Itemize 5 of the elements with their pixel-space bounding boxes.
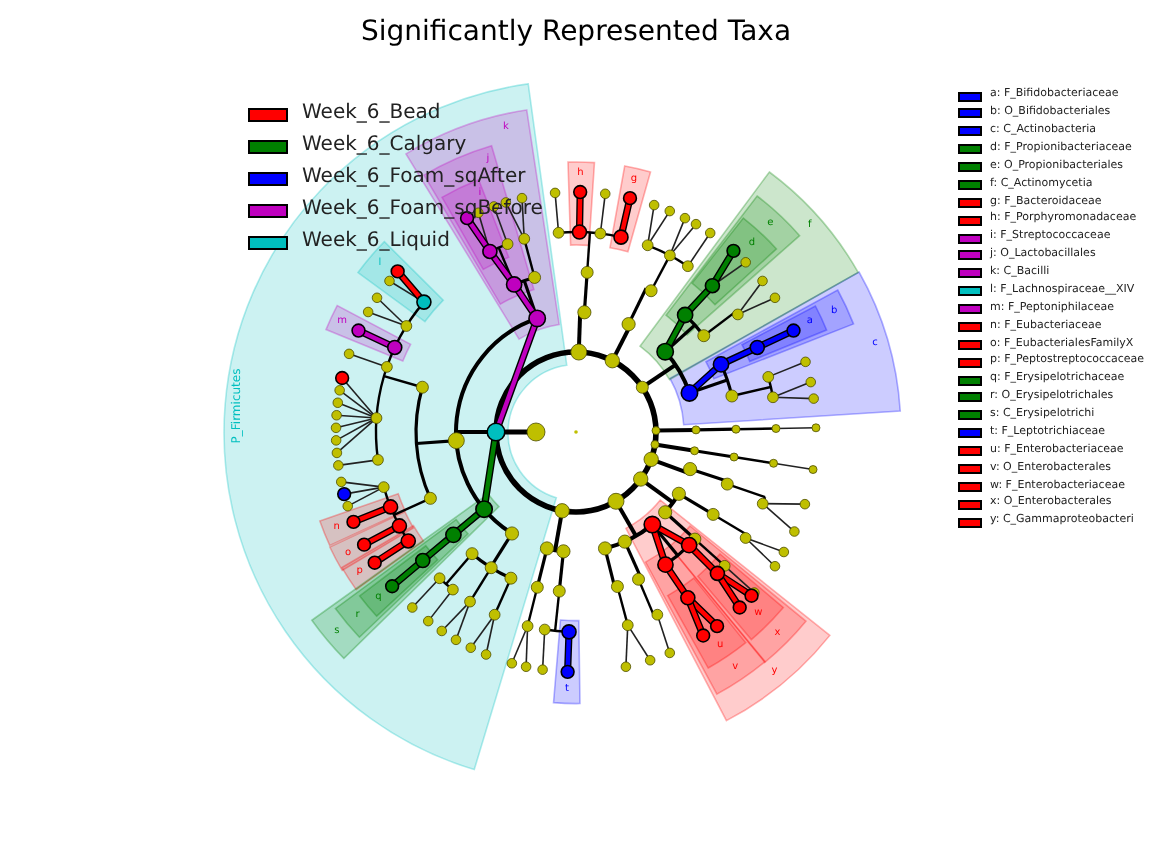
legend-label: Week_6_Liquid xyxy=(302,232,450,252)
legend-label: Week_6_Calgary xyxy=(302,136,467,156)
chart-title: Significantly Represented Taxa xyxy=(360,16,792,50)
legend-label: Week_6_Bead xyxy=(302,104,441,124)
highlight-wedge xyxy=(224,83,567,769)
